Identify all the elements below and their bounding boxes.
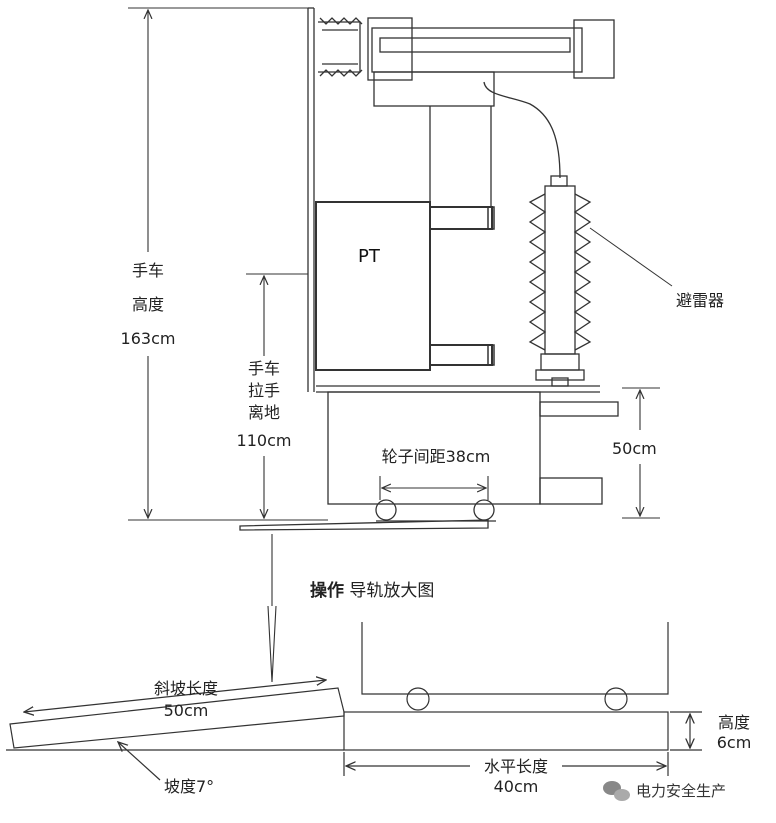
rail-detail [6,622,702,781]
handle-height-label-3: 离地 [248,403,280,422]
slope-length-label: 斜坡长度 [154,679,218,698]
detail-title-bold: 操作 [310,580,344,601]
handcart-drawing [239,7,673,531]
pt-label: PT [358,246,381,267]
slope-angle-label: 坡度7° [164,777,214,796]
rail-height-label: 高度 [718,713,750,732]
pt-unit [315,201,495,371]
handcart-height-label-2: 高度 [132,295,164,314]
arrester-label: 避雷器 [676,291,724,310]
wechat-logo-icon [603,781,630,801]
rail-length-label: 水平长度 [484,757,548,776]
detail-title-rest: 导轨放大图 [344,581,434,601]
dimension-cabinet-height [622,387,660,519]
dimension-wheel-spacing [379,476,489,500]
handle-height-label-2: 拉手 [248,381,280,400]
handle-height-value: 110cm [237,431,292,450]
watermark-text: 电力安全生产 [636,782,726,800]
rail-height-value: 6cm [717,733,752,752]
detail-pointer [267,534,277,683]
handcart-height-value: 163cm [121,329,176,348]
top-cylinder [367,17,615,107]
slope-length-value: 50cm [164,701,209,720]
floor-rail [239,519,489,531]
cabinet-height-label: 50cm [612,439,657,458]
handle-height-label-1: 手车 [248,359,280,378]
lower-cabinet [327,391,619,522]
detail-title: 操作 导轨放大图 [310,580,434,601]
top-bellows [318,17,363,77]
lightning-arrester [528,175,592,387]
handcart-height-label-1: 手车 [132,261,164,280]
dimension-handle-height [246,273,308,518]
wheel-spacing-label: 轮子间距38cm [382,447,491,466]
dimension-handcart-height [128,7,328,521]
rail-length-value: 40cm [494,777,539,796]
